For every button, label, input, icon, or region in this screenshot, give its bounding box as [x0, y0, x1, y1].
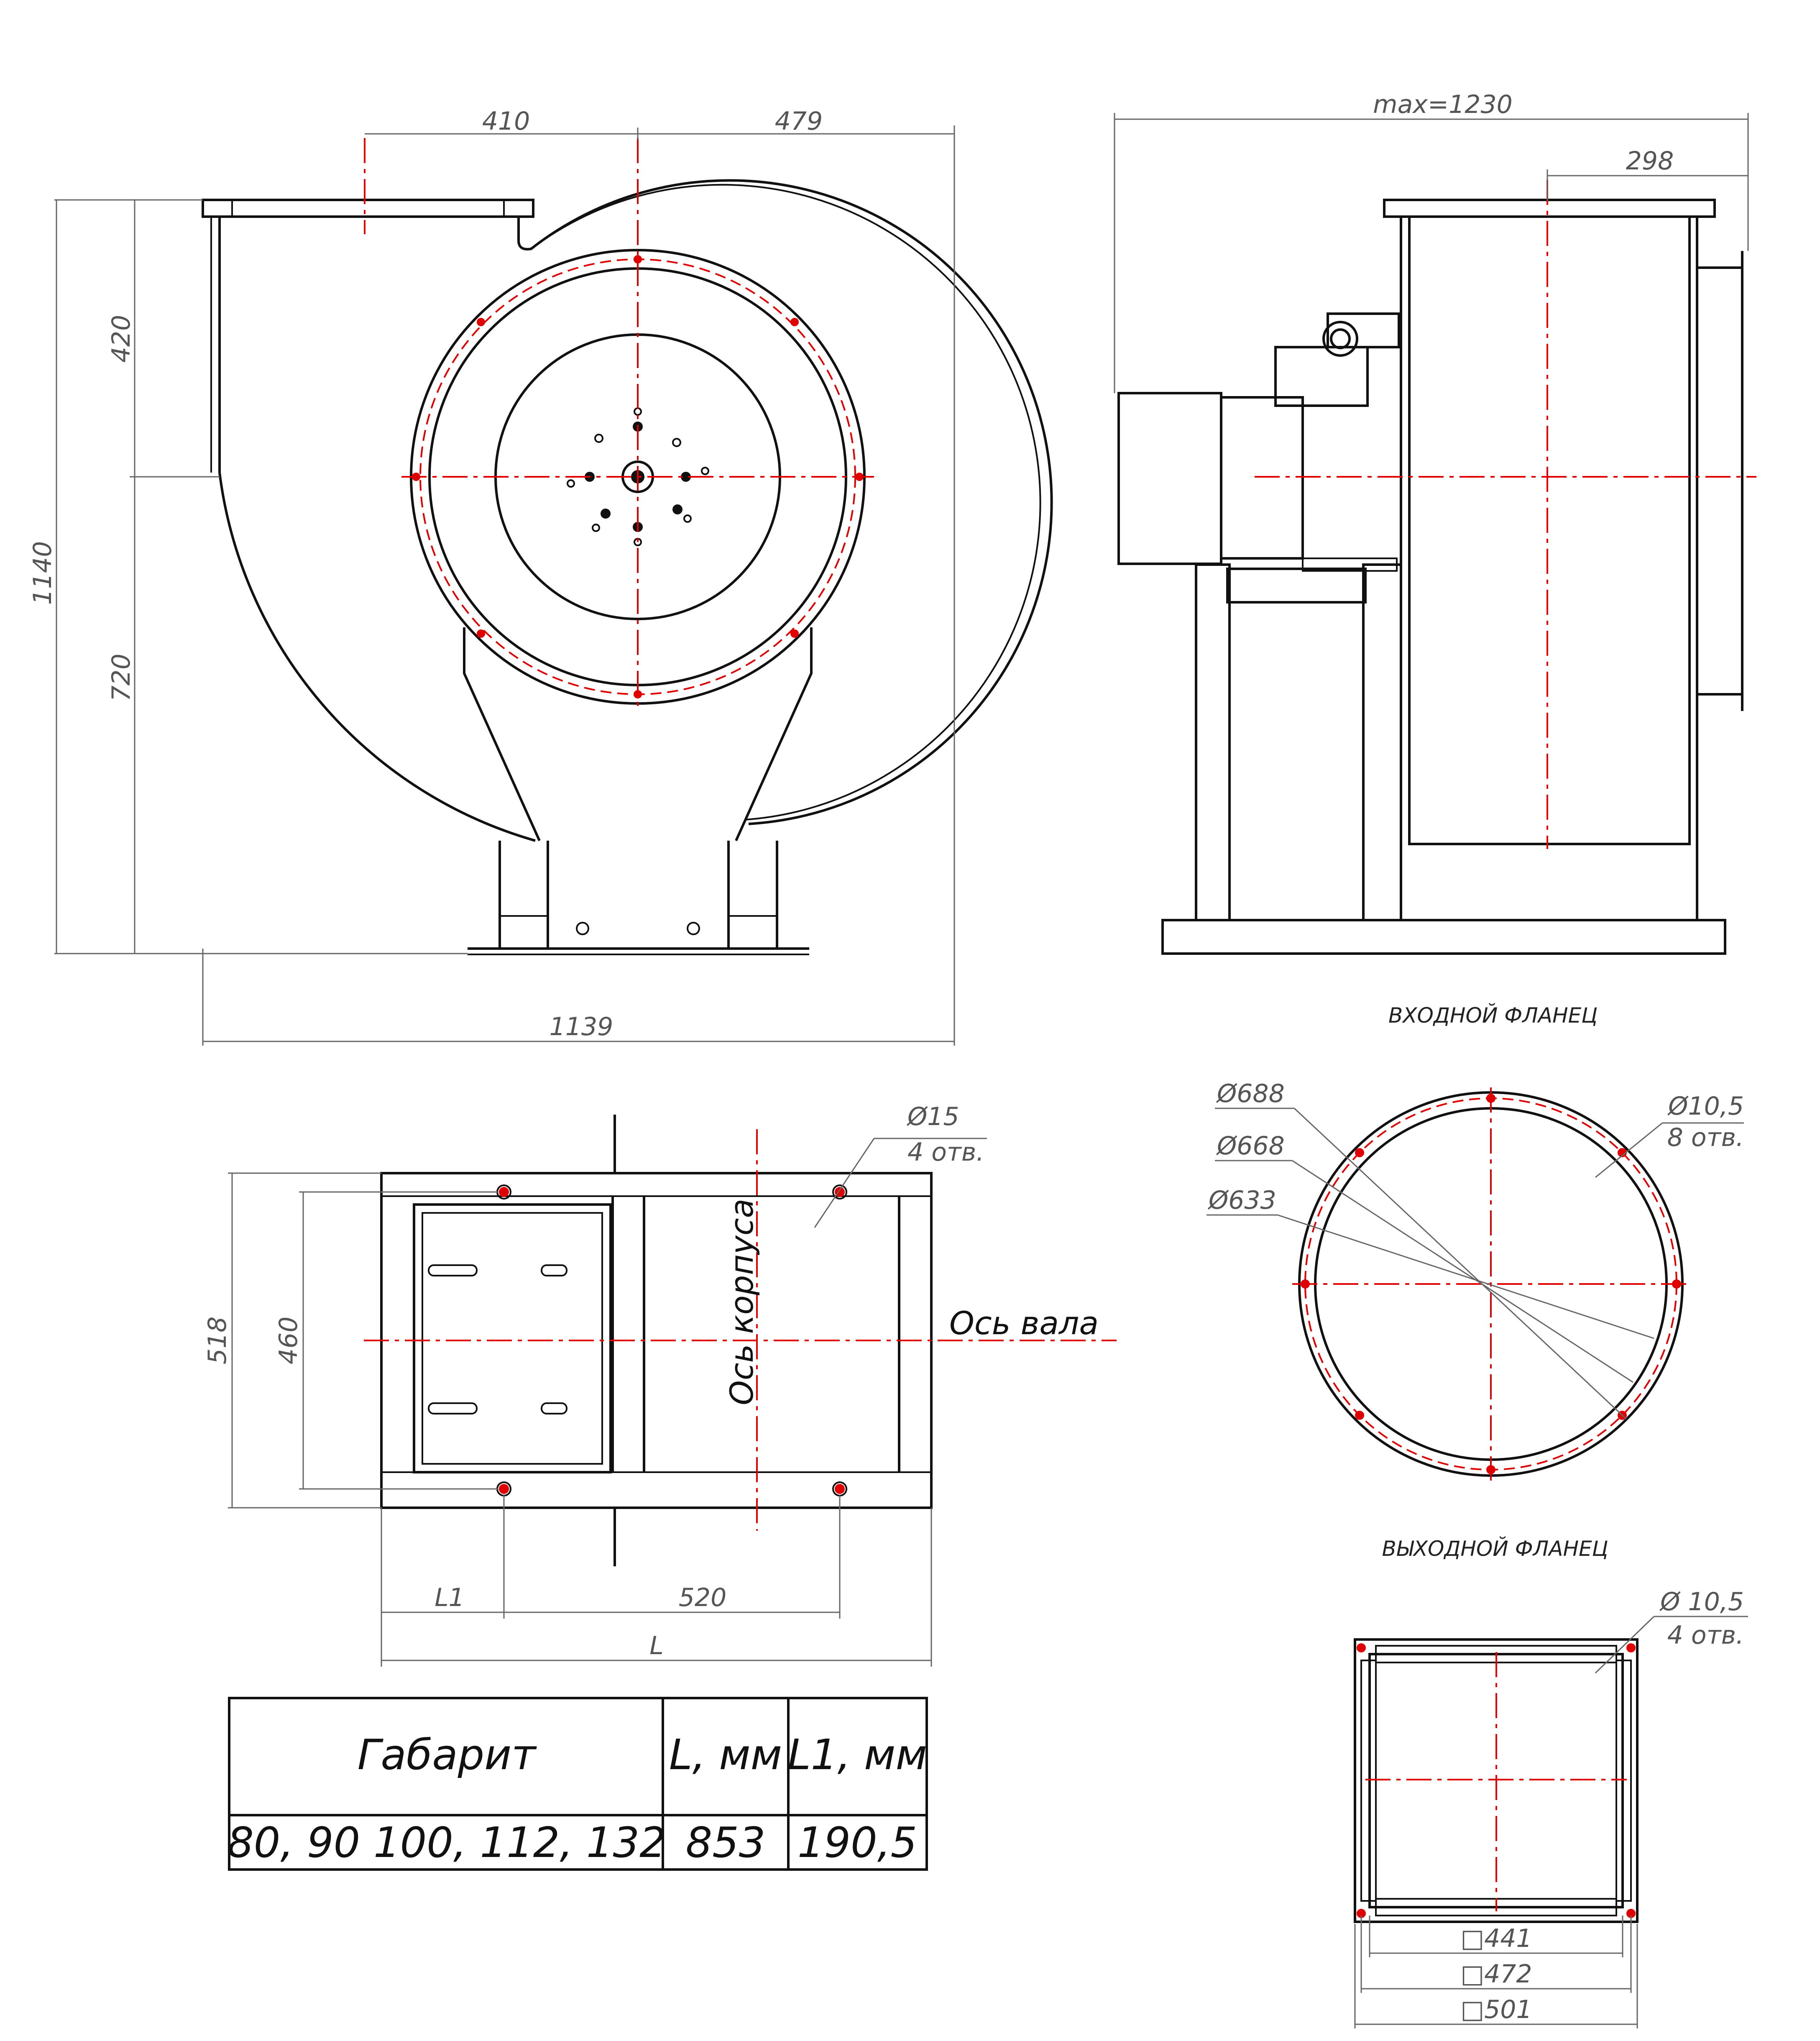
base-view: Ø15 4 отв. Ось корпуса Ось вала 518 460 …: [203, 1102, 1117, 1667]
dim-length: L: [649, 1631, 663, 1660]
outlet-dim-outer: □501: [1460, 1995, 1532, 2024]
outlet-flange: ВЫХОДНОЙ ФЛАНЕЦ Ø 10,5 4 отв. □441 □472 …: [1354, 1536, 1748, 2028]
base-hole-diameter: Ø15: [906, 1102, 959, 1131]
table-cell-l1: 190,5: [798, 1818, 917, 1867]
table-header-size: Габарит: [358, 1730, 537, 1779]
inlet-dim-bolt-circle: Ø668: [1216, 1131, 1285, 1161]
inlet-dim-inner: Ø633: [1207, 1186, 1276, 1215]
dim-lower-height: 720: [107, 654, 136, 702]
dim-l1: L1: [435, 1583, 465, 1612]
dim-flange-offset: 298: [1626, 146, 1674, 176]
dim-upper-height: 420: [107, 315, 136, 363]
dim-hole-spacing: 460: [274, 1317, 303, 1365]
outlet-dim-middle: □472: [1460, 1959, 1532, 1989]
inlet-hole-diameter: Ø10,5: [1667, 1092, 1744, 1121]
front-view: 410 479 420 720 1140 1139: [28, 107, 1053, 1046]
axis-shaft-label: Ось вала: [949, 1304, 1099, 1342]
outlet-hole-count: 4 отв.: [1667, 1621, 1744, 1650]
inlet-dim-outer: Ø688: [1216, 1079, 1285, 1108]
table-cell-sizes: 80, 90 100, 112, 132: [227, 1818, 666, 1867]
dim-total-height: 1140: [28, 541, 57, 605]
dim-total-width: 1139: [550, 1012, 613, 1041]
outlet-flange-title: ВЫХОДНОЙ ФЛАНЕЦ: [1382, 1536, 1608, 1561]
table-cell-l: 853: [686, 1818, 766, 1867]
outlet-dim-inner: □441: [1460, 1924, 1532, 1953]
table-header-l1: L1, мм: [787, 1730, 927, 1779]
base-hole-count: 4 отв.: [907, 1138, 984, 1167]
dim-outer-depth: 518: [203, 1317, 232, 1365]
dim-max-length: max=1230: [1373, 90, 1513, 119]
inlet-flange-title: ВХОДНОЙ ФЛАНЕЦ: [1388, 1003, 1598, 1028]
axis-body-label: Ось корпуса: [723, 1199, 760, 1405]
inlet-flange: ВХОДНОЙ ФЛАНЕЦ Ø688 Ø668 Ø633 Ø10,5 8 от…: [1207, 1003, 1744, 1481]
outlet-hole-diameter: Ø 10,5: [1659, 1587, 1744, 1616]
dim-hole-pitch: 520: [679, 1583, 727, 1612]
inlet-hole-count: 8 отв.: [1667, 1123, 1744, 1152]
size-table: Габарит L, мм L1, мм 80, 90 100, 112, 13…: [227, 1697, 928, 1871]
dim-inlet-right: 479: [775, 107, 823, 136]
table-header-l: L, мм: [669, 1730, 782, 1779]
side-view: max=1230 298: [1114, 90, 1756, 955]
dim-inlet-left: 410: [482, 107, 530, 136]
